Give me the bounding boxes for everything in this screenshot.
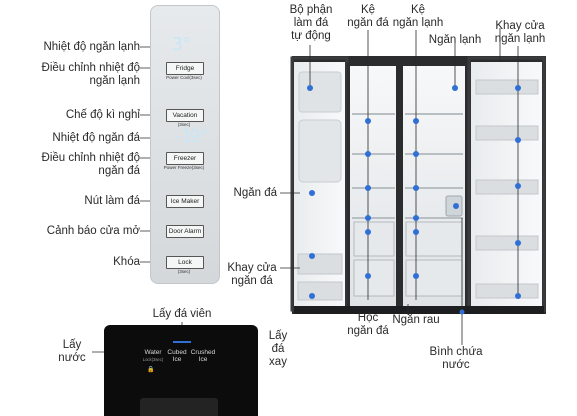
vacation-button[interactable]: Vacation <box>166 109 204 122</box>
fridge-door-bins <box>475 79 539 299</box>
marker-dot <box>413 215 419 221</box>
label-fridge-temp: Nhiệt độ ngăn lạnh <box>43 41 140 53</box>
freezer-temp-display: -19° <box>172 126 209 147</box>
marker-dot <box>413 118 419 124</box>
marker-dot <box>515 240 521 246</box>
label-vegetable-drawer: Ngăn rau <box>392 314 440 326</box>
marker-dot <box>309 190 315 196</box>
marker-dot <box>309 253 315 259</box>
marker-dot <box>309 293 315 299</box>
marker-dot <box>365 185 371 191</box>
label-vacation-mode: Chế độ kì nghỉ <box>65 109 140 121</box>
marker-dot <box>413 273 419 279</box>
fridge-base <box>294 306 544 314</box>
fridge-button[interactable]: Fridge <box>166 62 204 75</box>
label-ice-button: Nút làm đá <box>84 195 140 207</box>
label-lock: Khóa <box>113 256 140 268</box>
marker-dot <box>365 273 371 279</box>
door-ice-chute <box>298 71 342 113</box>
dispenser-outlet <box>140 398 218 416</box>
lock-button-caption: (3sec) <box>177 269 191 274</box>
marker-dot <box>515 137 521 143</box>
door-alarm-button[interactable]: Door Alarm <box>166 225 204 238</box>
control-panel <box>150 5 220 284</box>
cubed-ice-indicator <box>173 341 191 343</box>
door-bin-1 <box>297 253 343 275</box>
door-dispenser-housing <box>298 119 342 183</box>
freezer-button[interactable]: Freezer <box>166 152 204 165</box>
fridge-temp-display: 3° <box>172 34 192 55</box>
vegetable-drawer-upper <box>405 221 463 257</box>
lock-button[interactable]: Lock <box>166 256 204 269</box>
marker-dots <box>307 85 521 315</box>
label-door-alarm: Cảnh báo cửa mở <box>46 225 140 237</box>
label-cubed-ice: Lấy đá viên <box>152 308 212 320</box>
marker-dot <box>365 151 371 157</box>
marker-dot <box>365 118 371 124</box>
label-fridge-compartment: Ngăn lạnh <box>428 34 482 46</box>
vacation-button-caption: (3sec) <box>177 122 191 127</box>
fridge-button-caption: Power Cool(3sec) <box>166 75 202 80</box>
freezer-drawer-lower <box>353 259 395 297</box>
refrigerator <box>290 56 546 314</box>
lock-icon: 🔒 <box>147 367 155 373</box>
marker-dot <box>365 215 371 221</box>
marker-dot <box>307 85 313 91</box>
label-freezer-temp: Nhiệt độ ngăn đá <box>52 132 140 144</box>
marker-dot <box>413 185 419 191</box>
freezer-shelves <box>352 113 395 219</box>
door-bin-2 <box>297 281 343 301</box>
marker-dot <box>515 293 521 299</box>
marker-dot <box>459 309 465 315</box>
marker-dot <box>515 183 521 189</box>
marker-dot <box>413 229 419 235</box>
marker-dot <box>453 203 459 209</box>
ice-maker-button[interactable]: Ice Maker <box>166 195 204 208</box>
freezer-button-caption: Power Freeze(3sec) <box>163 165 205 170</box>
marker-dot <box>515 85 521 91</box>
marker-dot <box>452 85 458 91</box>
label-freezer-compartment: Ngăn đá <box>233 187 277 199</box>
marker-dot <box>365 229 371 235</box>
freezer-drawer-upper <box>353 221 395 257</box>
marker-dot <box>413 151 419 157</box>
